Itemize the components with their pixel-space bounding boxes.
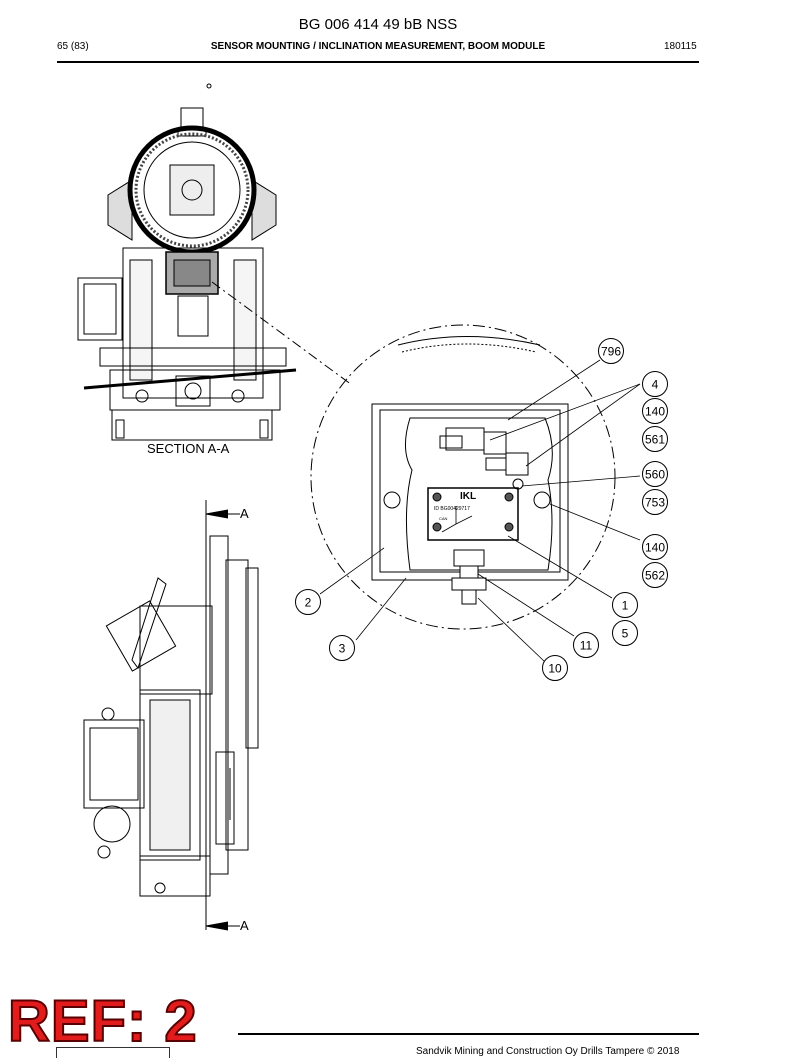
- callout-bubble: [642, 398, 668, 424]
- callout-bubble: [542, 655, 568, 681]
- callout-label: 753: [645, 496, 665, 510]
- callout-bubble: [598, 338, 624, 364]
- callout-bubble: [642, 534, 668, 560]
- section-label: SECTION A-A: [147, 441, 230, 456]
- callout-bubble: [295, 589, 321, 615]
- callout-label: 796: [601, 345, 621, 359]
- callout-label: 560: [645, 468, 665, 482]
- callout-bubble: [642, 371, 668, 397]
- callout-label: 140: [645, 405, 665, 419]
- callout-bubble: [612, 620, 638, 646]
- page-title: SENSOR MOUNTING / INCLINATION MEASUREMEN…: [210, 41, 546, 52]
- footer-rule: [238, 1033, 699, 1035]
- side-view: [83, 500, 259, 931]
- callout-group: 796 4 140 561 560 753 140 562 1 5 11 10 2 3: [295, 338, 668, 681]
- header-rule: [57, 61, 699, 63]
- callout-bubble: [329, 635, 355, 661]
- plate-sub: CAN: [439, 516, 448, 521]
- document-code: 180115: [664, 41, 697, 52]
- callout-bubble: [642, 562, 668, 588]
- callout-label: 561: [645, 433, 665, 447]
- section-marker-bottom: A: [240, 918, 249, 933]
- callout-label: 10: [548, 662, 562, 676]
- footer-copyright: Sandvik Mining and Construction Oy Drill…: [416, 1046, 680, 1057]
- page-number: 65 (83): [57, 41, 89, 52]
- callout-label: 2: [305, 596, 312, 610]
- plate-brand: IKL: [460, 491, 476, 502]
- plate-id: ID BG00429717: [434, 506, 470, 512]
- section-view: SECTION A-A: [77, 83, 297, 456]
- ref-stamp: REF: 2: [7, 988, 198, 1055]
- callout-bubble: [612, 592, 638, 618]
- callout-bubble: [642, 461, 668, 487]
- detail-view: IKL ID BG00429717 CAN: [310, 324, 616, 630]
- callout-label: 5: [622, 627, 629, 641]
- callout-label: 3: [339, 642, 346, 656]
- callout-label: 562: [645, 569, 665, 583]
- callout-label: 11: [580, 639, 593, 653]
- callout-bubble: [642, 489, 668, 515]
- callout-label: 1: [622, 599, 629, 613]
- section-marker-top: A: [240, 506, 249, 521]
- callout-label: 4: [652, 378, 659, 392]
- callout-bubble: [573, 632, 599, 658]
- doc-number: BG 006 414 49 bB NSS: [298, 16, 458, 33]
- callout-bubble: [642, 426, 668, 452]
- callout-label: 140: [645, 541, 665, 555]
